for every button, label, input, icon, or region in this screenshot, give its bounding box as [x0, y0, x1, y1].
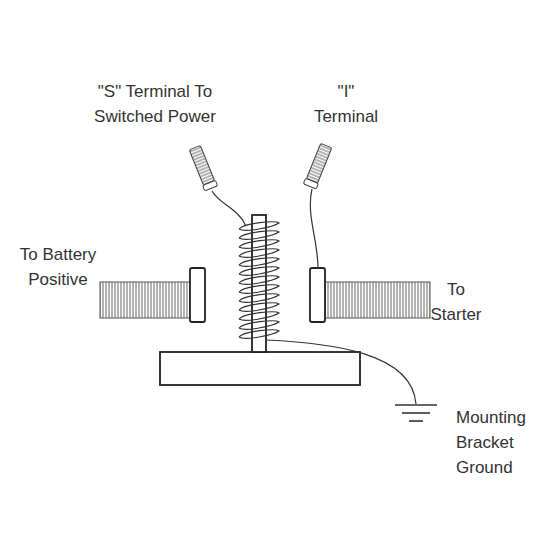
coil-turn — [239, 303, 279, 311]
base-plate — [160, 352, 360, 385]
s-terminal-wire — [212, 191, 246, 226]
coil-turn — [239, 312, 279, 320]
starter-bolt-thread — [325, 282, 430, 318]
coil-turn — [239, 294, 279, 302]
battery-bolt-thread — [100, 282, 190, 318]
coil-winding — [239, 222, 279, 338]
terminal-label: "S" Terminal To Switched Power — [85, 79, 225, 129]
starter-contact-plate — [310, 268, 325, 322]
coil-turn — [239, 240, 279, 248]
coil-turn — [239, 231, 279, 239]
ground-symbol — [395, 405, 437, 421]
coil-turn — [239, 222, 279, 230]
connection-label: To Battery Positive — [10, 242, 106, 292]
connection-label: To Starter — [424, 277, 488, 327]
coil-turn — [239, 321, 279, 329]
s-terminal-bolt — [188, 145, 217, 191]
battery-contact-plate — [190, 268, 205, 322]
ground-wire — [266, 340, 416, 404]
coil-turn — [239, 249, 279, 257]
ground-label: Mounting Bracket Ground — [456, 405, 554, 480]
coil-turn — [239, 267, 279, 275]
terminal-label: "I" Terminal — [308, 79, 384, 129]
i-terminal-bolt — [303, 143, 332, 189]
i-terminal-wire — [310, 189, 318, 268]
coil-turn — [239, 258, 279, 266]
coil-turn — [239, 285, 279, 293]
coil-turn — [239, 276, 279, 284]
coil-turn — [239, 330, 279, 338]
